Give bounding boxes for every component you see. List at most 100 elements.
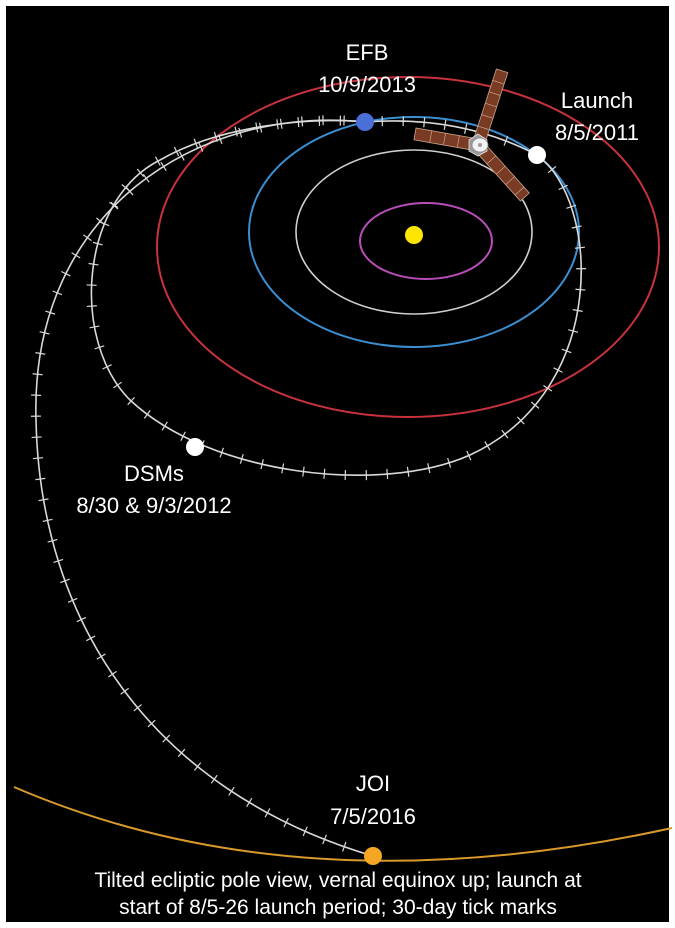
tick-mark <box>553 367 563 373</box>
tick-mark <box>443 119 447 130</box>
tick-mark <box>246 797 253 808</box>
tick-mark <box>574 246 585 249</box>
efb-marker <box>356 113 374 131</box>
tick-mark <box>154 156 161 166</box>
tick-mark <box>342 841 347 852</box>
tick-mark <box>42 518 53 523</box>
tick-mark <box>67 597 78 603</box>
launch-date: 8/5/2011 <box>555 120 639 145</box>
caption-line-2: start of 8/5-26 launch period; 30-day ti… <box>119 896 557 919</box>
tick-mark <box>561 348 572 354</box>
joi-date: 7/5/2016 <box>330 804 416 829</box>
tick-mark <box>219 447 225 458</box>
tick-mark <box>228 786 235 796</box>
tick-mark <box>423 117 426 128</box>
tick-mark <box>71 252 81 259</box>
outer-trajectory-leg <box>35 119 374 857</box>
tick-mark <box>35 352 46 355</box>
tick-mark <box>193 138 199 149</box>
tick-mark <box>32 373 43 376</box>
tick-mark <box>547 166 557 174</box>
tick-mark <box>558 184 568 191</box>
tick-mark <box>571 225 582 229</box>
tick-mark <box>217 134 223 145</box>
tick-mark <box>264 808 271 818</box>
tick-mark <box>302 466 305 477</box>
tick-mark <box>255 122 259 133</box>
tick-mark <box>276 119 279 130</box>
tick-mark <box>162 734 171 743</box>
tick-mark <box>143 410 151 419</box>
tick-mark <box>52 290 63 296</box>
diagram-background <box>6 6 669 922</box>
tick-mark <box>96 217 105 225</box>
tick-mark <box>92 241 103 246</box>
tick-mark <box>82 234 92 242</box>
tick-mark <box>386 469 389 480</box>
tick-mark <box>45 310 56 315</box>
efb-date: 10/9/2013 <box>318 72 416 97</box>
sun <box>405 226 423 244</box>
tick-mark <box>323 468 326 479</box>
tick-mark <box>33 457 44 460</box>
juno-spacecraft-icon <box>413 68 530 202</box>
tick-mark <box>193 762 202 771</box>
tick-mark <box>53 558 64 564</box>
tick-mark <box>60 578 70 584</box>
tick-mark <box>126 187 134 196</box>
tick-mark <box>136 168 145 178</box>
tick-mark <box>258 122 263 133</box>
tick-mark <box>406 466 410 477</box>
tick-mark <box>178 151 185 161</box>
tick-mark <box>96 653 106 660</box>
tick-mark <box>210 774 218 784</box>
tick-mark <box>260 459 264 470</box>
tick-mark <box>322 834 327 845</box>
tick-mark <box>39 331 50 335</box>
joi-label: JOI <box>356 771 390 796</box>
tick-mark <box>297 117 300 128</box>
tick-mark <box>568 329 579 333</box>
tick-mark <box>86 305 97 308</box>
tick-mark <box>177 748 186 758</box>
tick-mark <box>503 136 509 146</box>
tick-mark <box>142 173 150 183</box>
venus-orbit <box>295 149 533 315</box>
caption-line-1: Tilted ecliptic pole view, vernal equino… <box>94 869 581 892</box>
mars-orbit <box>156 76 660 418</box>
tick-mark <box>127 396 135 406</box>
tick-mark <box>447 457 452 468</box>
tick-mark <box>234 126 238 137</box>
tick-mark <box>427 463 431 474</box>
tick-mark <box>120 687 130 695</box>
tick-mark <box>86 635 96 642</box>
dsm-marker <box>186 438 204 456</box>
tick-mark <box>283 817 289 828</box>
tick-mark <box>281 463 285 474</box>
tick-mark <box>566 204 577 209</box>
tick-mark <box>107 670 117 678</box>
mercury-orbit <box>359 202 493 280</box>
tick-mark <box>463 123 468 134</box>
tick-mark <box>160 161 167 172</box>
thirty-day-tick-marks <box>30 115 587 852</box>
tick-mark <box>466 450 472 461</box>
tick-mark <box>484 441 491 451</box>
tick-mark <box>530 401 540 409</box>
efb-label: EFB <box>346 40 389 65</box>
tick-mark <box>94 345 105 350</box>
tick-mark <box>516 416 525 425</box>
tick-mark <box>302 826 308 837</box>
tick-mark <box>31 436 42 439</box>
tick-mark <box>61 270 71 277</box>
tick-mark <box>301 116 304 127</box>
tick-mark <box>161 421 168 431</box>
tick-mark <box>543 385 553 392</box>
tick-mark <box>213 131 218 142</box>
tick-mark <box>279 118 283 129</box>
tick-mark <box>173 146 180 157</box>
jupiter-orbit <box>13 786 673 862</box>
earth-orbit <box>248 116 580 348</box>
